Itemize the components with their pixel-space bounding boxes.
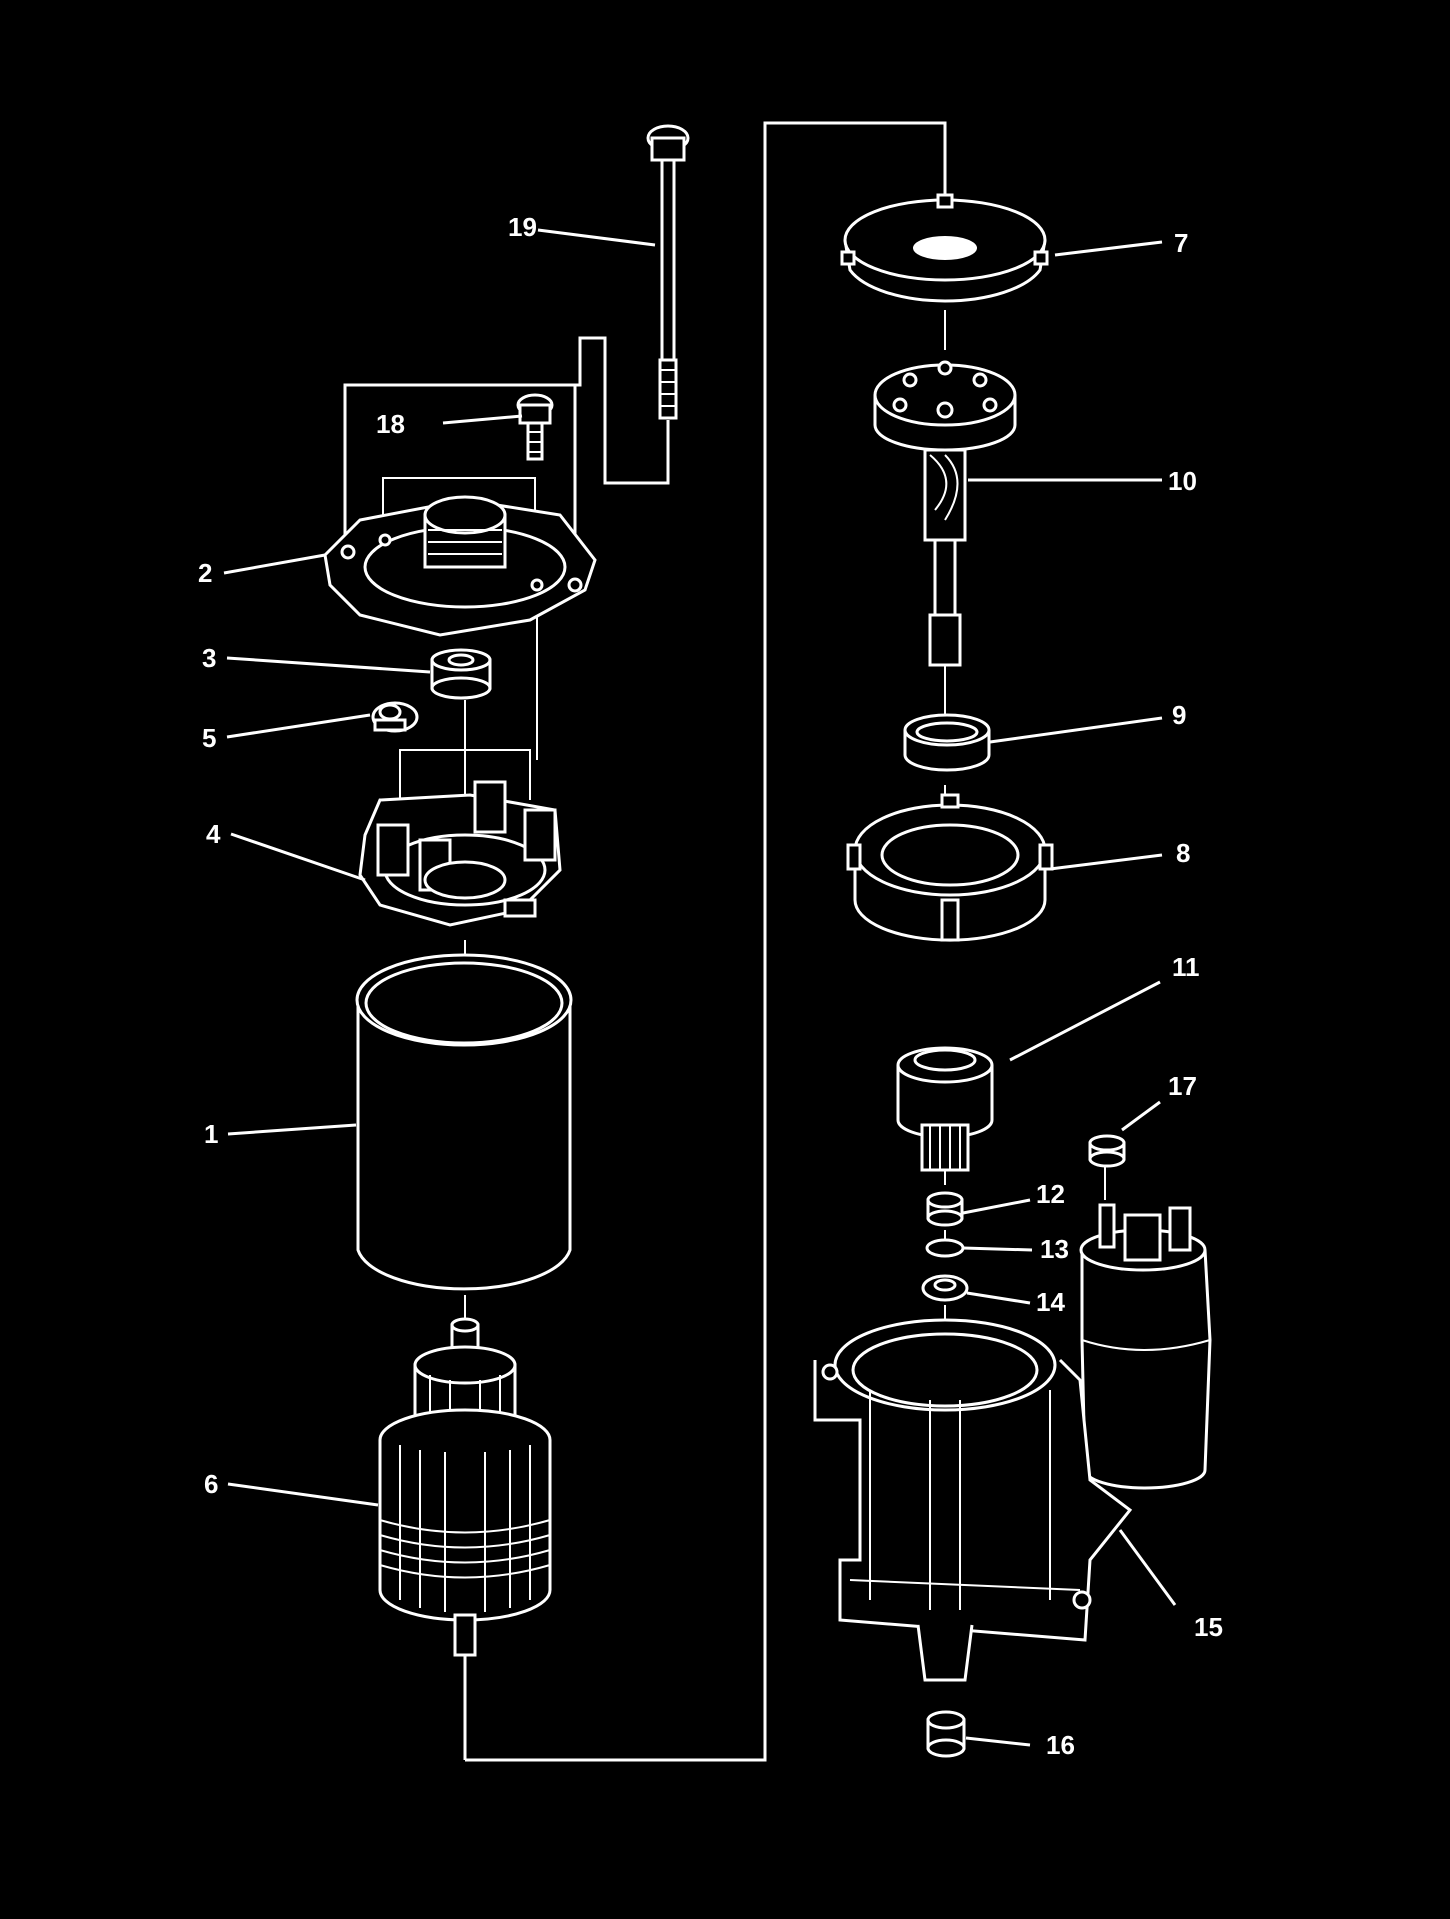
ring-gear-part-8	[846, 793, 1054, 942]
snap-ring-part-13	[925, 1238, 965, 1258]
callout-3: 3	[202, 643, 216, 673]
end-frame-part-2	[323, 495, 597, 637]
bushing-part-16	[926, 1710, 966, 1758]
armature-part-6	[378, 1317, 552, 1657]
assembly-alignment-lines	[343, 121, 1106, 1762]
callout-19: 19	[508, 212, 537, 242]
through-bolt-part-19	[646, 124, 690, 420]
callout-6: 6	[204, 1469, 218, 1499]
washer-part-14	[921, 1274, 969, 1302]
callout-11: 11	[1172, 952, 1200, 982]
bearing-part-3	[430, 648, 492, 700]
screw-part-18	[516, 393, 554, 461]
drive-shaft-part-10	[873, 360, 1017, 667]
callout-1: 1	[204, 1119, 218, 1149]
callout-4: 4	[206, 819, 221, 849]
callout-5: 5	[202, 723, 216, 753]
plate-part-7	[840, 193, 1049, 303]
callout-13: 13	[1040, 1234, 1069, 1264]
callout-14: 14	[1036, 1287, 1065, 1317]
drive-housing-part-15	[813, 1203, 1212, 1682]
callout-7: 7	[1174, 228, 1188, 258]
nut-part-17	[1088, 1134, 1126, 1168]
callout-16: 16	[1046, 1730, 1075, 1760]
callout-8: 8	[1176, 838, 1190, 868]
callout-10: 10	[1168, 466, 1197, 496]
field-frame-part-1	[355, 953, 573, 1291]
callout-17: 17	[1168, 1071, 1197, 1101]
callout-labels: 19 18 2 3 5 4 1 6 7 10 9 8 11 17 12 13 1…	[198, 212, 1223, 1760]
pinion-part-11	[896, 1046, 994, 1172]
callout-15: 15	[1194, 1612, 1223, 1642]
brush-holder-part-4	[358, 780, 562, 927]
callout-18: 18	[376, 409, 405, 439]
callout-12: 12	[1036, 1179, 1065, 1209]
spring-part-5	[371, 701, 419, 733]
callout-9: 9	[1172, 700, 1186, 730]
bearing-part-9	[903, 713, 991, 772]
leader-lines	[223, 228, 1177, 1747]
collar-part-12	[926, 1191, 964, 1227]
callout-2: 2	[198, 558, 212, 588]
